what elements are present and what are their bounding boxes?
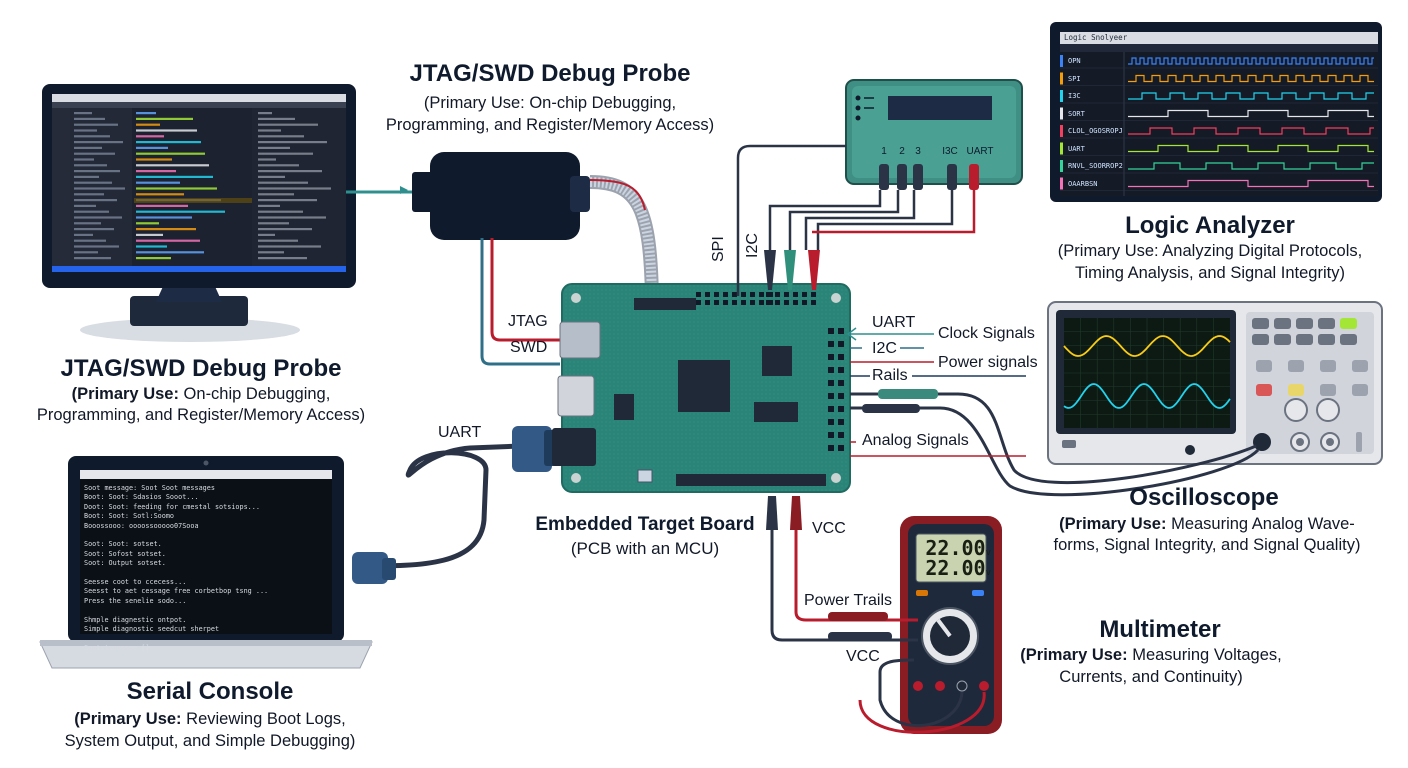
- wire-label-swd: SWD: [510, 339, 548, 356]
- oscilloscope-controls: [1252, 318, 1368, 452]
- reading-2-unit: v: [985, 568, 991, 578]
- logic-channel-label: I3C: [1068, 92, 1081, 100]
- multimeter-reading-1: 22.00v: [925, 536, 991, 560]
- wire-label-power-trails: Power Trails: [804, 592, 893, 609]
- terminal-line: Seesse coot to ccecess...: [84, 578, 187, 587]
- wire-label-power: Power signals: [938, 354, 1038, 371]
- logic-analyzer-line1: (Primary Use: Analyzing Digital Protocol…: [1057, 242, 1363, 260]
- wire-label-clock: Clock Signals: [938, 325, 1035, 342]
- terminal-line: Soot: Output sotset.: [84, 559, 166, 568]
- multimeter-line2: Currents, and Continuity): [1059, 668, 1243, 686]
- primary-use-label: (Primary Use:: [1059, 515, 1167, 533]
- wire-label-vcc-bottom: VCC: [846, 648, 880, 665]
- probe-left-line1: (Primary Use: On-chip Debugging,: [26, 383, 376, 405]
- terminal-line: [84, 569, 330, 578]
- logic-channel-label: SORT: [1068, 109, 1085, 118]
- oscilloscope-line1: (Primary Use: Measuring Analog Wave-: [1032, 513, 1382, 535]
- serial-cable: [352, 426, 562, 584]
- probe-top-line1: (Primary Use: On-chip Debugging,: [423, 94, 677, 112]
- board-subtitle: (PCB with an MCU): [570, 539, 720, 558]
- logic-channel-label: OPN: [1068, 57, 1081, 65]
- terminal-line: Boot: Soot: Sotl:Soomo: [84, 512, 175, 521]
- multimeter-line1-rest: Measuring Voltages,: [1127, 646, 1282, 664]
- terminal-line: [84, 606, 330, 615]
- logic-pod-label: 3: [915, 146, 921, 157]
- reading-1-value: 22.00: [925, 536, 986, 560]
- logic-analyzer-probes: [736, 144, 979, 296]
- logic-pod-label: 1: [881, 146, 887, 157]
- multimeter-title: Multimeter: [1099, 616, 1221, 643]
- terminal-line: Booossooo: oooossooooo07Sooa: [84, 521, 199, 530]
- wire-label-jtag: JTAG: [508, 313, 548, 330]
- serial-console-line1: (Primary Use: Reviewing Boot Logs,: [40, 708, 380, 730]
- serial-console-line1-rest: Reviewing Boot Logs,: [181, 710, 346, 728]
- logic-analyzer-traces: [1060, 55, 1378, 191]
- logic-analyzer-pod: [845, 79, 1023, 185]
- terminal-line: Seesst to aet cessage free corbetbop tsn…: [84, 587, 269, 596]
- probe-left-line2: Programming, and Register/Memory Access): [36, 406, 366, 424]
- terminal-line: [84, 635, 330, 644]
- reading-1-unit: v: [985, 548, 991, 558]
- oscilloscope-line2: forms, Signal Integrity, and Signal Qual…: [1053, 536, 1361, 554]
- logic-pod-label: UART: [966, 146, 994, 157]
- logic-channel-label: UART: [1068, 144, 1085, 153]
- probe-top-title: JTAG/SWD Debug Probe: [409, 60, 691, 87]
- serial-console-line2: System Output, and Simple Debugging): [64, 732, 356, 750]
- wire-label-analog: Analog Signals: [862, 432, 969, 449]
- logic-analyzer-line2: Timing Analysis, and Signal Integrity): [1075, 264, 1345, 282]
- desktop-monitor: [42, 84, 356, 342]
- logic-pod-label: 2: [899, 146, 905, 157]
- pcb-board: [552, 283, 851, 493]
- multimeter-reading-2: 22.00v: [925, 556, 991, 580]
- code-editor: [74, 112, 331, 260]
- multimeter-line1: (Primary Use: Measuring Voltages,: [1006, 644, 1296, 666]
- board-title: Embedded Target Board: [535, 514, 755, 535]
- terminal-line: [84, 531, 330, 540]
- logic-channel-label: SPI: [1068, 74, 1081, 83]
- probe-left-line1-rest: On-chip Debugging,: [178, 385, 331, 403]
- laptop: [39, 456, 373, 669]
- terminal-line: Soot: Soot: sotset.: [84, 540, 162, 549]
- pcb-header-pins: [696, 292, 844, 451]
- terminal-line: Sootstsoossee []: [84, 643, 150, 652]
- terminal-line: Simple diagnostic seedcut sherpet: [84, 625, 220, 634]
- wire-label-rails: Rails: [872, 367, 908, 384]
- multimeter-device: [900, 516, 1002, 734]
- terminal-line: Press the senelie sodo...: [84, 596, 187, 605]
- oscilloscope-screen: [1063, 318, 1231, 428]
- terminal-line: Boot: Soot: Sdasios Sooot...: [84, 493, 199, 502]
- debug-probe: [346, 152, 659, 366]
- probe-left-title: JTAG/SWD Debug Probe: [60, 355, 342, 382]
- logic-screen-title: Logic Snolyeer: [1064, 33, 1128, 42]
- serial-console-title: Serial Console: [126, 678, 294, 705]
- logic-analyzer-screen: [1050, 22, 1382, 202]
- terminal-line: Soot: Sofost sotset.: [84, 549, 166, 558]
- probe-top-line2: Programming, and Register/Memory Access): [385, 116, 715, 134]
- terminal-line: Soot message: Soot Soot messages: [84, 484, 215, 492]
- primary-use-label: (Primary Use:: [74, 710, 182, 728]
- logic-pod-label: I3C: [942, 146, 958, 157]
- logic-channel-label: RNVL_SOORROP2: [1068, 162, 1123, 170]
- oscilloscope-line1-rest: Measuring Analog Wave-: [1166, 515, 1355, 533]
- terminal-line: Shmple diagnestic ontpot.: [84, 615, 187, 624]
- wire-label-i2c-right: I2C: [872, 340, 897, 357]
- wire-label-uart-left: UART: [438, 424, 482, 441]
- terminal-line: Doot: Soot: feeding for cmestal sotsiops…: [84, 502, 260, 511]
- primary-use-label: (Primary Use:: [1020, 646, 1128, 664]
- primary-use-label: (Primary Use:: [71, 385, 179, 403]
- oscilloscope-title: Oscilloscope: [1129, 484, 1279, 511]
- wire-label-spi: SPI: [710, 236, 727, 262]
- reading-2-value: 22.00: [925, 556, 986, 580]
- wire-label-uart-right: UART: [872, 314, 916, 331]
- logic-channel-label: OAARBSN: [1068, 179, 1098, 188]
- wire-label-vcc-board: VCC: [812, 520, 846, 537]
- logic-channel-label: CLOL_OGOSROPJ: [1068, 127, 1123, 135]
- logic-analyzer-title: Logic Analyzer: [1125, 212, 1295, 239]
- wire-label-i2c-top: I2C: [744, 233, 761, 258]
